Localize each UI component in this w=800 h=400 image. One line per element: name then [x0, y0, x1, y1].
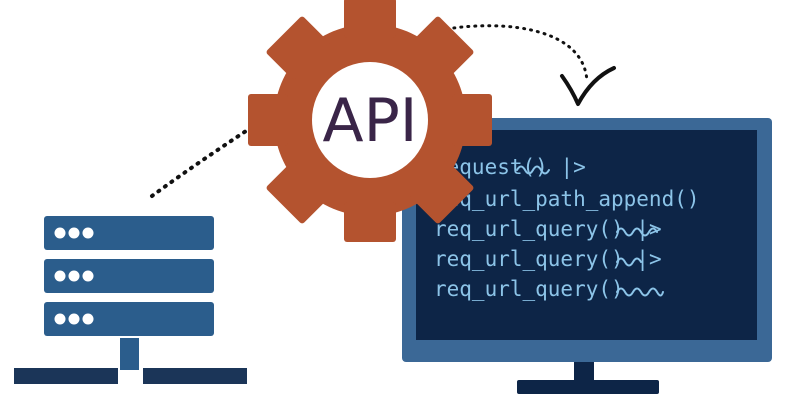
server-lights	[54, 227, 94, 325]
dotted-connector-left	[150, 110, 277, 198]
gear-icon: API	[248, 0, 492, 242]
monitor-base	[517, 380, 659, 394]
checkmark-arrowhead-icon	[560, 66, 616, 106]
server-unit	[44, 302, 214, 336]
code-line: req_url_query()	[434, 277, 624, 301]
server-unit	[44, 216, 214, 250]
monitor-screen	[416, 130, 757, 340]
squiggle-icon	[616, 257, 642, 267]
gear-label: API	[323, 86, 418, 156]
code-line: req_url_path_append()	[434, 187, 700, 211]
dotted-connector-right	[438, 24, 589, 84]
code-line: req_url_query() |>	[434, 247, 662, 272]
server-stand	[120, 338, 139, 370]
network-bar-right	[143, 368, 247, 384]
server-rack	[14, 216, 247, 384]
squiggle-icon	[516, 165, 550, 175]
monitor-neck	[574, 362, 594, 382]
server-unit	[44, 259, 214, 293]
code-line: req_url_query() |>	[434, 217, 662, 242]
squiggle-icon	[616, 227, 658, 237]
gear-hub	[312, 62, 428, 178]
monitor: request() |> req_url_path_append() req_u…	[402, 118, 772, 394]
squiggle-icon	[616, 287, 664, 297]
squiggle-args	[516, 165, 664, 297]
network-bar-left	[14, 368, 118, 384]
